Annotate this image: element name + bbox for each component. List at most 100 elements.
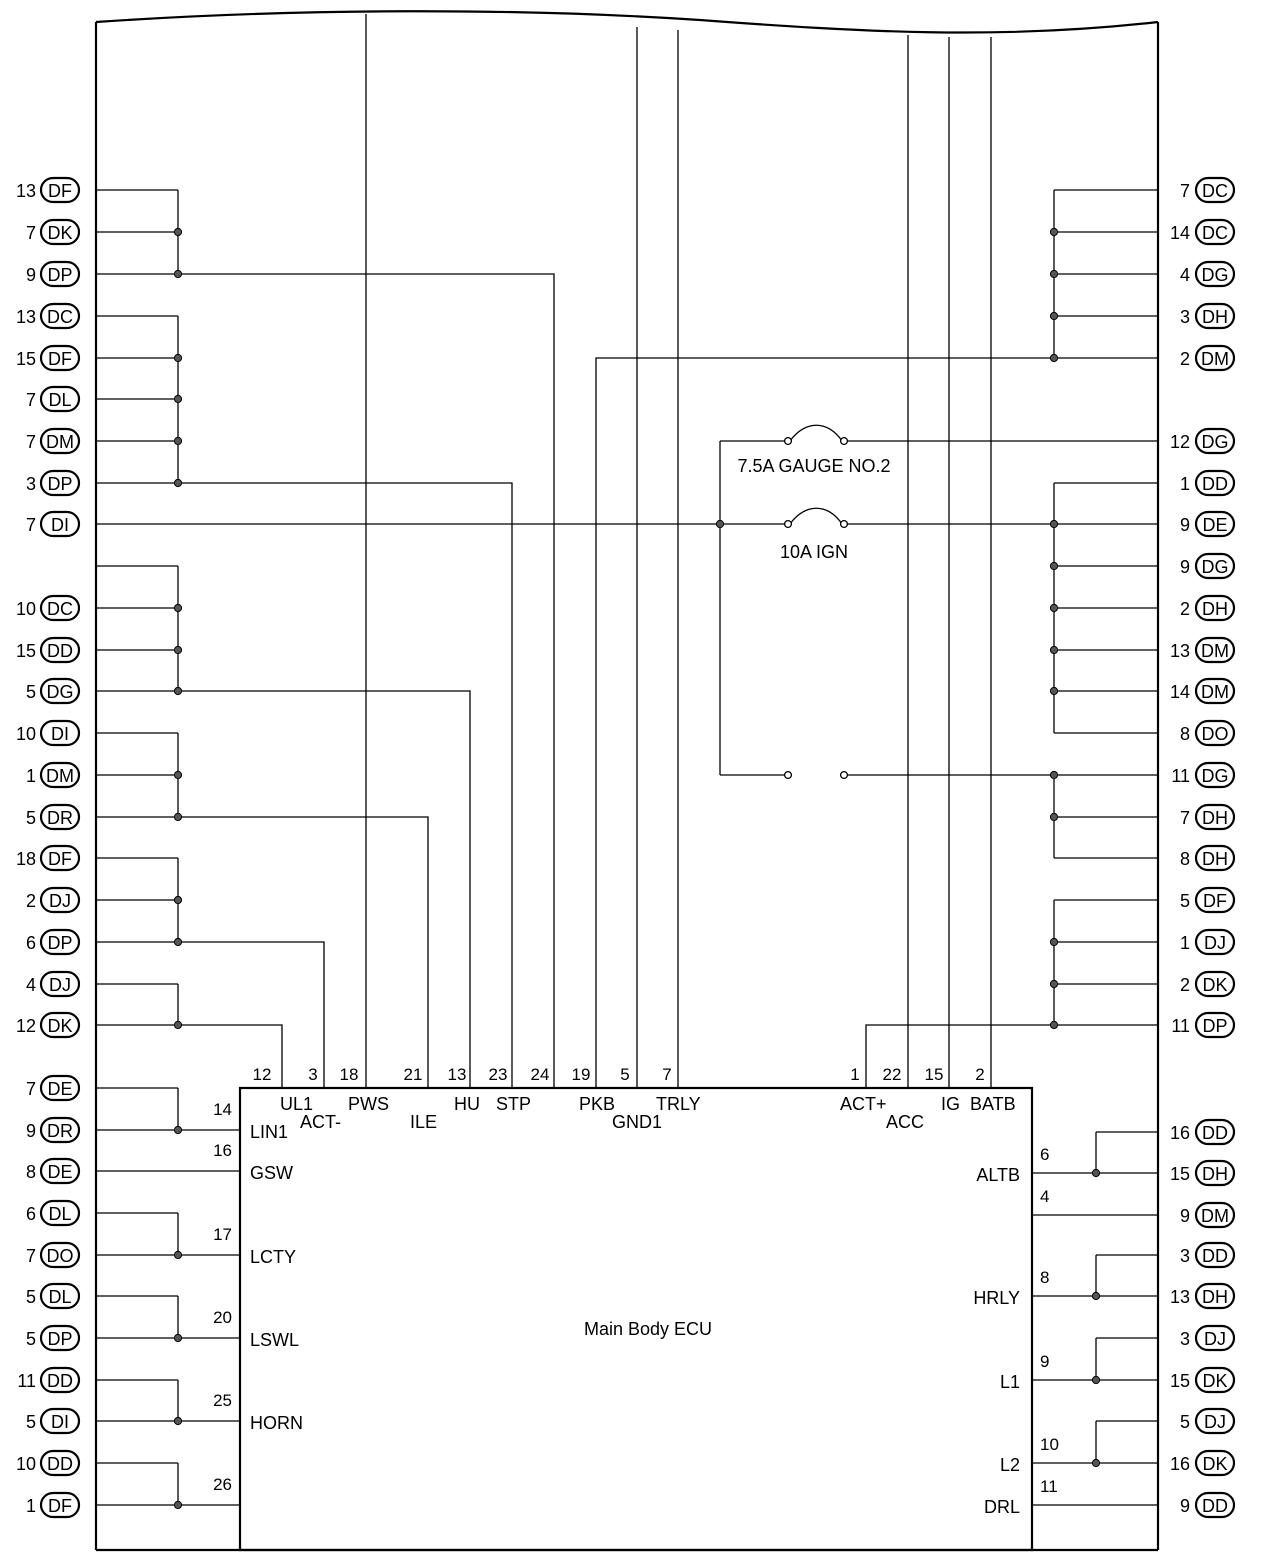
connector-pin-number: 3	[26, 474, 36, 494]
connector-code: DP	[47, 1329, 72, 1349]
connector-pill	[1194, 1241, 1236, 1269]
junction-dot	[173, 227, 183, 237]
connector-pill	[39, 427, 81, 455]
connector-code: DD	[1202, 1246, 1228, 1266]
connector-code: DE	[1202, 515, 1227, 535]
connector-pin-number: 15	[1170, 1371, 1190, 1391]
connector-pin-number: 2	[1180, 599, 1190, 619]
connector-pin-number: 5	[26, 808, 36, 828]
ecu-pin-name: HU	[454, 1094, 480, 1114]
connector-code: DH	[1202, 599, 1228, 619]
connector-pin-number: 16	[1170, 1123, 1190, 1143]
ecu-pin-number: 18	[340, 1065, 359, 1084]
connector-pin-number: 2	[26, 891, 36, 911]
ecu-pin-number: 4	[1040, 1187, 1049, 1206]
fuse-terminal	[783, 436, 793, 446]
wire	[178, 482, 513, 1088]
connector: DE8	[26, 1157, 81, 1185]
connector: DL5	[26, 1282, 81, 1310]
connector: DR9	[26, 1116, 81, 1144]
connector: DK2	[1180, 970, 1236, 998]
connector-code: DC	[47, 599, 73, 619]
connector-code: DK	[47, 223, 72, 243]
junction-dot	[1091, 1375, 1101, 1385]
connector-pin-number: 14	[1170, 223, 1190, 243]
connector: DP 5	[26, 1324, 81, 1352]
junction-dot	[173, 812, 183, 822]
connector-code: DI	[51, 1412, 69, 1432]
connector-pill	[1194, 844, 1236, 872]
ecu-pin-name: ILE	[410, 1112, 437, 1132]
connector-pin-number: 5	[26, 1412, 36, 1432]
junction-dot	[173, 895, 183, 905]
connector-pill	[1194, 176, 1236, 204]
connector-code: DD	[47, 1454, 73, 1474]
connector-pill	[39, 594, 81, 622]
connector-code: DM	[46, 432, 74, 452]
connector: DG5	[26, 677, 81, 705]
connector-code: DL	[48, 390, 71, 410]
connectors: DF13DK7DP9DC13DF15DL7DM7DP3DI7DC10DD15DG…	[16, 176, 1236, 1519]
ecu-pin-name: LCTY	[250, 1247, 296, 1267]
ecu-pin-name: LSWL	[250, 1330, 299, 1350]
connector: DM7	[26, 427, 81, 455]
junction-dot	[173, 1333, 183, 1343]
connector: DM9	[1180, 1201, 1236, 1229]
connector-code: DG	[1202, 265, 1229, 285]
ecu-pin-number: 7	[662, 1065, 671, 1084]
connector-code: DH	[1202, 1164, 1228, 1184]
connector-pill	[1194, 761, 1236, 789]
connector: DR5	[26, 803, 81, 831]
wire	[865, 1024, 1054, 1088]
junction-dot	[1049, 269, 1059, 279]
junction-dot	[1049, 686, 1059, 696]
ecu-pin-number: 3	[308, 1065, 317, 1084]
connector-code: DD	[47, 1371, 73, 1391]
fuse-label: 7.5A GAUGE NO.2	[737, 456, 890, 476]
connector-pin-number: 4	[1180, 265, 1190, 285]
connector-code: DL	[48, 1287, 71, 1307]
connector-code: DJ	[49, 975, 71, 995]
connector-pill	[1194, 1324, 1236, 1352]
wire	[178, 273, 555, 1088]
connector: DO8	[1180, 719, 1236, 747]
connector-pill	[1194, 719, 1236, 747]
connector-pin-number: 7	[26, 223, 36, 243]
connector-pill	[1194, 344, 1236, 372]
connector: DG9	[1180, 552, 1236, 580]
ecu-pin-name: HRLY	[973, 1288, 1020, 1308]
wire	[595, 357, 1054, 1088]
ecu-pin-number: 26	[213, 1475, 232, 1494]
connector-pill	[1194, 1159, 1236, 1187]
connector-pin-number: 5	[1180, 1412, 1190, 1432]
ecu-pin-number: 8	[1040, 1268, 1049, 1287]
connector-code: DD	[1202, 474, 1228, 494]
connector-pin-number: 5	[26, 1329, 36, 1349]
junction-dot	[173, 770, 183, 780]
connector-code: DF	[48, 349, 72, 369]
connector: DJ4	[26, 970, 81, 998]
connector: DJ3	[1180, 1324, 1236, 1352]
connector-code: DH	[1202, 849, 1228, 869]
connector: DH3	[1180, 302, 1236, 330]
ecu-pin-number: 24	[531, 1065, 550, 1084]
connector-code: DH	[1202, 307, 1228, 327]
connector-code: DF	[48, 181, 72, 201]
connector-code: DM	[1201, 349, 1229, 369]
connector-pill	[39, 1011, 81, 1039]
connector-code: DF	[48, 849, 72, 869]
connector: DM1	[26, 761, 81, 789]
wire	[789, 507, 843, 525]
connector-pill	[1194, 1011, 1236, 1039]
wire	[789, 424, 843, 442]
connector-pin-number: 6	[26, 1204, 36, 1224]
wires	[96, 14, 1158, 1506]
junction-dot	[173, 603, 183, 613]
